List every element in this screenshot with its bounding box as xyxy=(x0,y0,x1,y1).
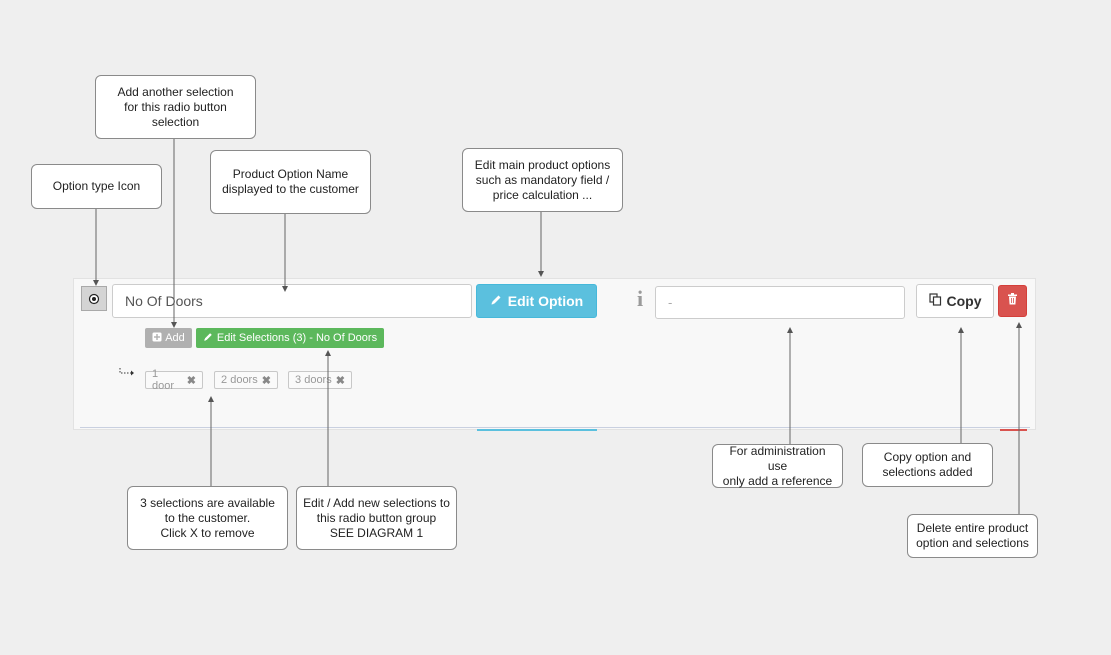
add-label: Add xyxy=(165,332,185,344)
panel-divider xyxy=(80,427,1030,428)
next-row-delete-button-edge xyxy=(1000,429,1027,431)
callout-edit-main-options: Edit main product options such as mandat… xyxy=(462,148,623,212)
plus-square-icon xyxy=(152,332,162,345)
callout-add-selection: Add another selection for this radio but… xyxy=(95,75,256,139)
edit-selections-button[interactable]: Edit Selections (3) - No Of Doors xyxy=(196,328,384,348)
pencil-icon xyxy=(490,293,502,309)
remove-icon[interactable]: ✖ xyxy=(261,374,271,387)
selection-label: 2 doors xyxy=(221,374,258,386)
callout-edit-add-selections: Edit / Add new selections to this radio … xyxy=(296,486,457,550)
copy-button[interactable]: Copy xyxy=(916,284,994,318)
selection-chip: 1 door ✖ xyxy=(145,368,203,392)
callout-option-name: Product Option Name displayed to the cus… xyxy=(210,150,371,214)
edit-selections-label: Edit Selections (3) - No Of Doors xyxy=(216,332,378,344)
option-name-input[interactable]: No Of Doors xyxy=(112,284,472,318)
reference-input[interactable]: - xyxy=(655,286,905,319)
callout-option-type-icon: Option type Icon xyxy=(31,164,162,209)
callout-selections-available: 3 selections are available to the custom… xyxy=(127,486,288,550)
remove-icon[interactable]: ✖ xyxy=(186,374,196,387)
copy-icon xyxy=(928,293,942,309)
add-selection-button[interactable]: Add xyxy=(145,328,192,348)
selection-chip: 3 doors ✖ xyxy=(288,371,352,389)
edit-option-button[interactable]: Edit Option xyxy=(476,284,597,318)
callout-copy-option: Copy option and selections added xyxy=(862,443,993,487)
selection-chip: 2 doors ✖ xyxy=(214,371,278,389)
selection-label: 1 door xyxy=(152,368,175,392)
info-icon[interactable]: i xyxy=(637,286,644,311)
callout-admin-reference: For administration use only add a refere… xyxy=(712,444,843,488)
next-row-edit-button-edge xyxy=(477,429,597,431)
pencil-icon xyxy=(203,332,213,345)
delete-button[interactable] xyxy=(998,285,1027,317)
edit-option-label: Edit Option xyxy=(507,293,584,309)
tree-branch-icon xyxy=(119,366,135,384)
trash-icon xyxy=(1007,292,1018,310)
selection-label: 3 doors xyxy=(295,374,332,386)
radio-icon[interactable] xyxy=(81,286,107,311)
callout-delete-option: Delete entire product option and selecti… xyxy=(907,514,1038,558)
remove-icon[interactable]: ✖ xyxy=(335,374,345,387)
copy-label: Copy xyxy=(946,293,982,309)
